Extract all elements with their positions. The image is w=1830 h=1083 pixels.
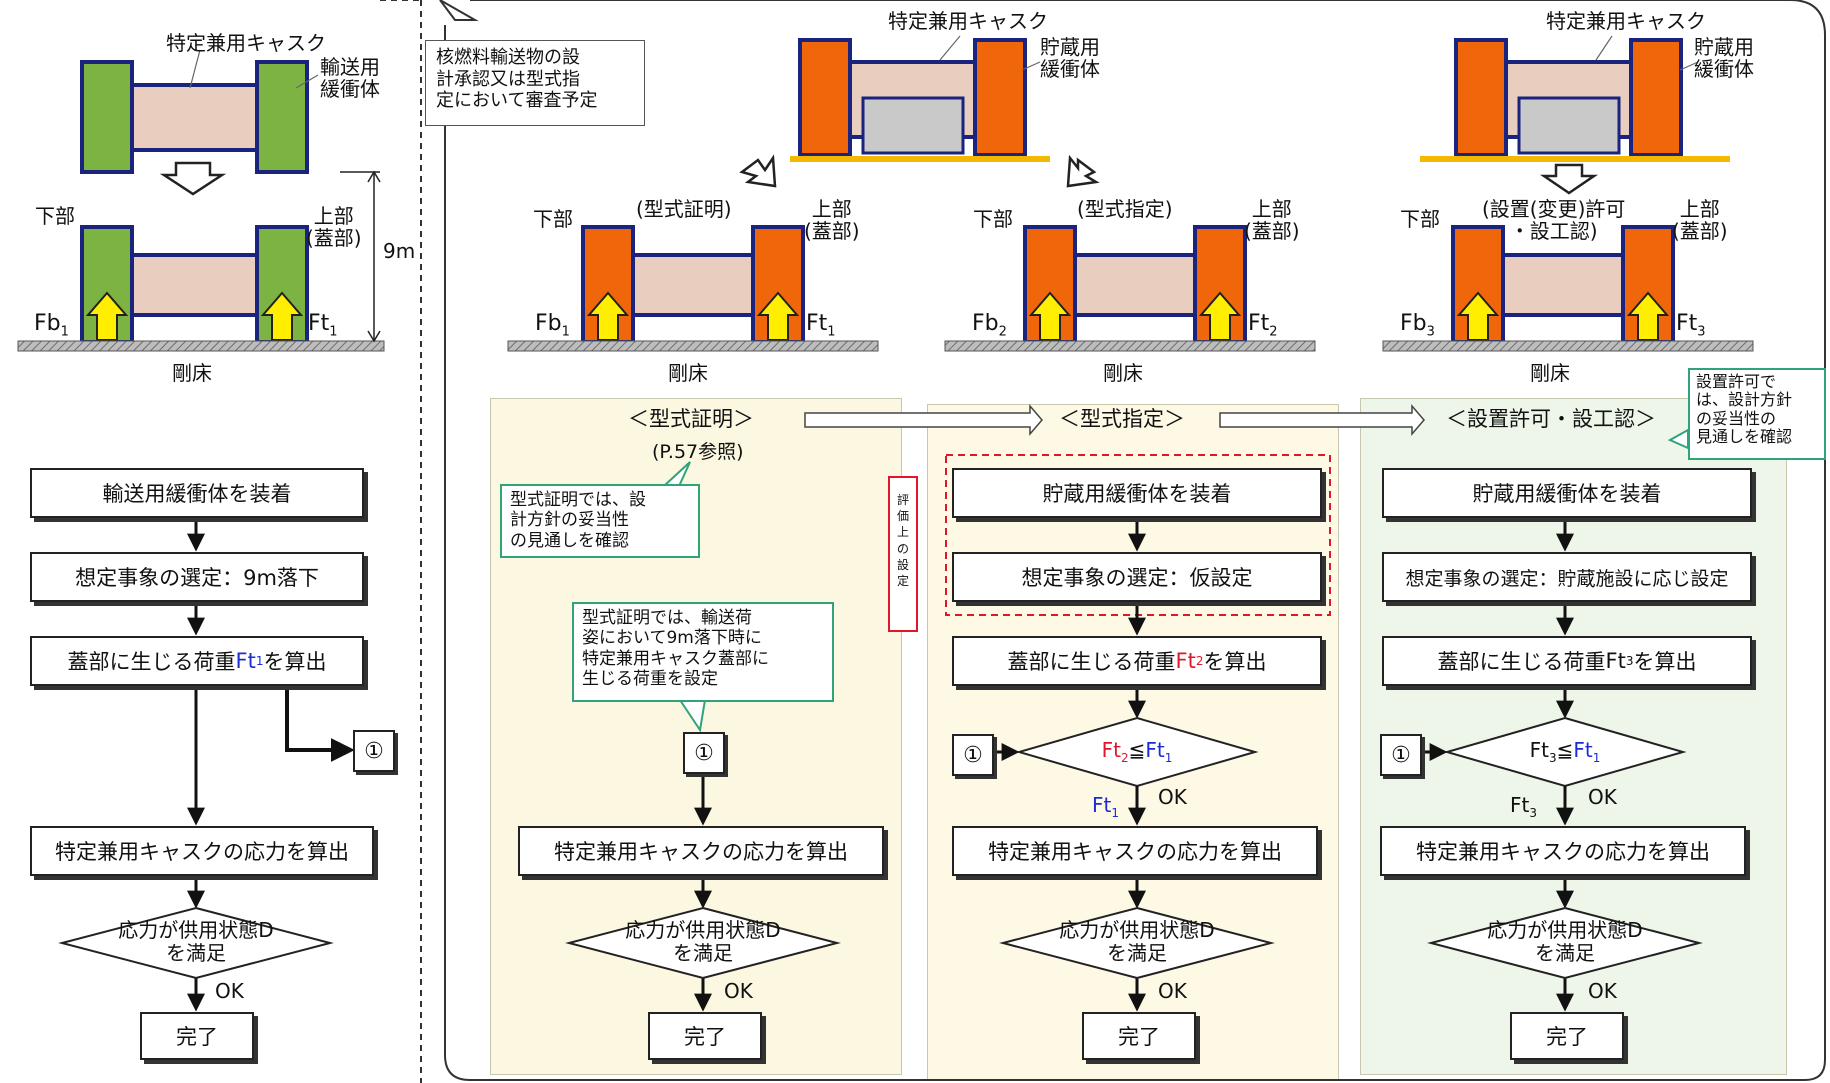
s1-scenario: (型式証明) <box>636 197 732 221</box>
cask-scenario-2 <box>944 225 1316 352</box>
storage-cask-label-1: 特定兼用キャスク <box>888 9 1048 33</box>
s3-scenario: (設置(変更)許可 ・設工認) <box>1482 197 1626 243</box>
s2-upper: 上部 (蓋部) <box>1244 197 1300 243</box>
s3-lower: 下部 <box>1400 207 1440 231</box>
cask-scenario-3 <box>1382 225 1754 352</box>
s2-scenario: (型式指定) <box>1077 197 1173 221</box>
left-ft-label: Ft1 <box>308 311 338 340</box>
left-height-label: 9m <box>383 239 416 263</box>
storage-cask-1 <box>790 38 1050 162</box>
col3-branch-label: Ft3 <box>1510 793 1537 820</box>
storage-cask-label-2: 特定兼用キャスク <box>1546 9 1706 33</box>
col1-subheader: (P.57参照) <box>652 441 744 463</box>
s2-floor: 剛床 <box>1103 361 1143 385</box>
col2-ref-marker: ① <box>952 734 994 776</box>
col3-condition: Ft3≦Ft1 <box>1529 738 1601 765</box>
storage-buffer-label-1: 貯蔵用 緩衝体 <box>1040 35 1100 81</box>
col1-ref-marker: ① <box>683 732 725 774</box>
s2-fb: Fb2 <box>972 311 1007 340</box>
left-step-select-event: 想定事象の選定：9m落下 <box>30 552 364 602</box>
storage-cask-2 <box>1420 38 1730 162</box>
col2-decision-text: 応力が供用状態D を満足 <box>1059 918 1215 965</box>
col2-done: 完了 <box>1082 1012 1196 1060</box>
col3-header: ＜設置許可・設工認＞ <box>1446 407 1656 431</box>
col1-ok-label: OK <box>724 979 753 1003</box>
left-cask-label: 特定兼用キャスク <box>166 31 326 55</box>
col2-condition: Ft2≦Ft1 <box>1101 738 1173 765</box>
left-step-calc-stress: 特定兼用キャスクの応力を算出 <box>30 826 374 876</box>
col3-step-select-event: 想定事象の選定：貯蔵施設に応じ設定 <box>1382 552 1752 602</box>
left-decision-text: 応力が供用状態D を満足 <box>118 918 274 965</box>
col1-header: ＜型式証明＞ <box>628 407 754 431</box>
col3-callout-policy: 設置許可で は、設計方針 の妥当性の 見通しを確認 <box>1688 368 1826 460</box>
col3-done: 完了 <box>1510 1012 1624 1060</box>
left-step-attach-buffer: 輸送用緩衝体を装着 <box>30 468 364 518</box>
col1-callout-policy: 型式証明では、設 計方針の妥当性 の見通しを確認 <box>500 484 700 558</box>
left-floor-label: 剛床 <box>172 361 212 385</box>
col1-callout-load: 型式証明では、輸送荷 姿において9m落下時に 特定兼用キャスク蓋部に 生じる荷重… <box>572 602 834 702</box>
col3-step-attach-buffer: 貯蔵用緩衝体を装着 <box>1382 468 1752 518</box>
col3-ok2-label: OK <box>1588 979 1617 1003</box>
left-buffer-label: 輸送用 緩衝体 <box>320 55 380 101</box>
s2-lower: 下部 <box>973 207 1013 231</box>
left-cask-top <box>80 60 309 174</box>
left-ok-label: OK <box>215 979 244 1003</box>
col1-done: 完了 <box>648 1012 762 1060</box>
left-lower-label: 下部 <box>35 204 75 228</box>
s1-lower: 下部 <box>533 207 573 231</box>
col3-ref-marker: ① <box>1380 734 1422 776</box>
s1-fb: Fb1 <box>535 311 570 340</box>
col2-header: ＜型式指定＞ <box>1059 407 1185 431</box>
eval-setting-label: 評 価 上 の 設 定 <box>888 476 918 632</box>
s3-fb: Fb3 <box>1400 311 1435 340</box>
col2-step-calc-stress: 特定兼用キャスクの応力を算出 <box>952 826 1318 876</box>
s1-floor: 剛床 <box>668 361 708 385</box>
outer-frame <box>444 0 1826 1081</box>
s3-ft: Ft3 <box>1676 311 1706 340</box>
col2-step-select-event: 想定事象の選定：仮設定 <box>952 552 1322 602</box>
col3-decision-text: 応力が供用状態D を満足 <box>1487 918 1643 965</box>
left-done: 完了 <box>140 1012 254 1060</box>
s1-upper: 上部 (蓋部) <box>804 197 860 243</box>
s2-ft: Ft2 <box>1248 311 1278 340</box>
col1-step-calc-stress: 特定兼用キャスクの応力を算出 <box>518 826 884 876</box>
col2-step-attach-buffer: 貯蔵用緩衝体を装着 <box>952 468 1322 518</box>
col2-ok-label: OK <box>1158 785 1187 809</box>
s3-upper: 上部 (蓋部) <box>1672 197 1728 243</box>
col3-step-calc-stress: 特定兼用キャスクの応力を算出 <box>1380 826 1746 876</box>
left-ref-marker: ① <box>353 730 395 772</box>
cask-scenario-1 <box>507 225 879 352</box>
col2-ok2-label: OK <box>1158 979 1187 1003</box>
s3-floor: 剛床 <box>1530 361 1570 385</box>
left-floor <box>17 340 385 352</box>
col3-ok-label: OK <box>1588 785 1617 809</box>
note-review-scheduled: 核燃料輸送物の設 計承認又は型式指 定において審査予定 <box>425 40 645 126</box>
storage-buffer-label-2: 貯蔵用 緩衝体 <box>1694 35 1754 81</box>
col1-decision-text: 応力が供用状態D を満足 <box>625 918 781 965</box>
left-upper-label: 上部 (蓋部) <box>306 204 362 250</box>
left-cask-bottom <box>80 225 309 344</box>
s1-ft: Ft1 <box>806 311 836 340</box>
left-fb-label: Fb1 <box>34 311 69 340</box>
col2-branch-label: Ft1 <box>1092 793 1119 820</box>
